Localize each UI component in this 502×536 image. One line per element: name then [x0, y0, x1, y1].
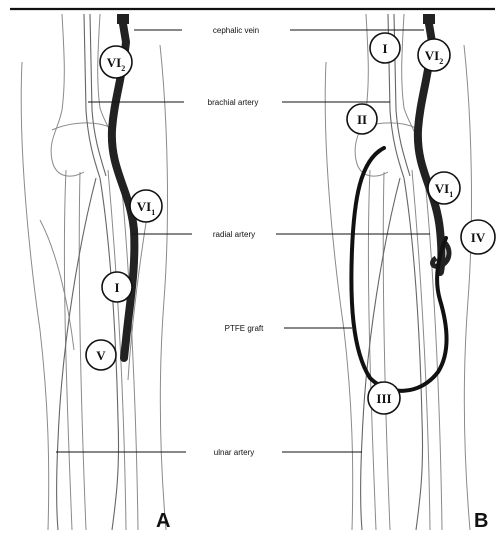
- svg-text:II: II: [357, 112, 367, 127]
- marker-b-iii: III: [368, 382, 400, 414]
- marker-b-vi2: VI2: [418, 39, 450, 71]
- panel-b-radial-artery: [404, 178, 423, 530]
- panel-a-bone-upper: [51, 14, 84, 176]
- panel-b-vein-top: [423, 14, 435, 24]
- label-brachial-artery: brachial artery: [208, 98, 259, 107]
- panel-a-vein-top: [117, 14, 129, 24]
- panel-letter-b: B: [474, 510, 488, 532]
- panel-a-anatomy: [21, 14, 167, 530]
- svg-text:I: I: [382, 41, 387, 56]
- panel-a-elbow-crease: [52, 123, 112, 130]
- svg-text:V: V: [96, 348, 106, 363]
- label-ptfe-graft: PTFE graft: [225, 324, 264, 333]
- marker-a-vi2: VI2: [100, 46, 132, 78]
- panel-a-arm-outline-left: [21, 62, 49, 530]
- svg-text:I: I: [114, 280, 119, 295]
- panel-b-arm-outline-left: [325, 62, 353, 530]
- panel-b-arm-outline-right: [464, 45, 471, 530]
- marker-a-vi1: VI1: [130, 190, 162, 222]
- panel-b-ulnar-artery: [361, 178, 401, 530]
- marker-b-i: I: [370, 33, 400, 63]
- panel-b-radius: [412, 170, 430, 530]
- marker-b-ii: II: [347, 104, 377, 134]
- label-radial-artery: radial artery: [213, 230, 255, 239]
- marker-b-vi1: VI1: [428, 172, 460, 204]
- panel-a-arm-outline-right: [160, 45, 167, 530]
- panel-a-muscle-1: [40, 220, 74, 350]
- marker-a-i: I: [102, 272, 132, 302]
- svg-text:IV: IV: [471, 230, 486, 245]
- marker-b-iv: IV: [461, 220, 495, 254]
- panel-letter-a: A: [156, 510, 170, 532]
- marker-a-v: V: [86, 340, 116, 370]
- labels: cephalic vein brachial artery radial art…: [208, 26, 264, 457]
- label-cephalic-vein: cephalic vein: [213, 26, 259, 35]
- label-ulnar-artery: ulnar artery: [214, 448, 254, 457]
- svg-text:III: III: [376, 391, 391, 406]
- panel-b-anatomy: [325, 14, 471, 530]
